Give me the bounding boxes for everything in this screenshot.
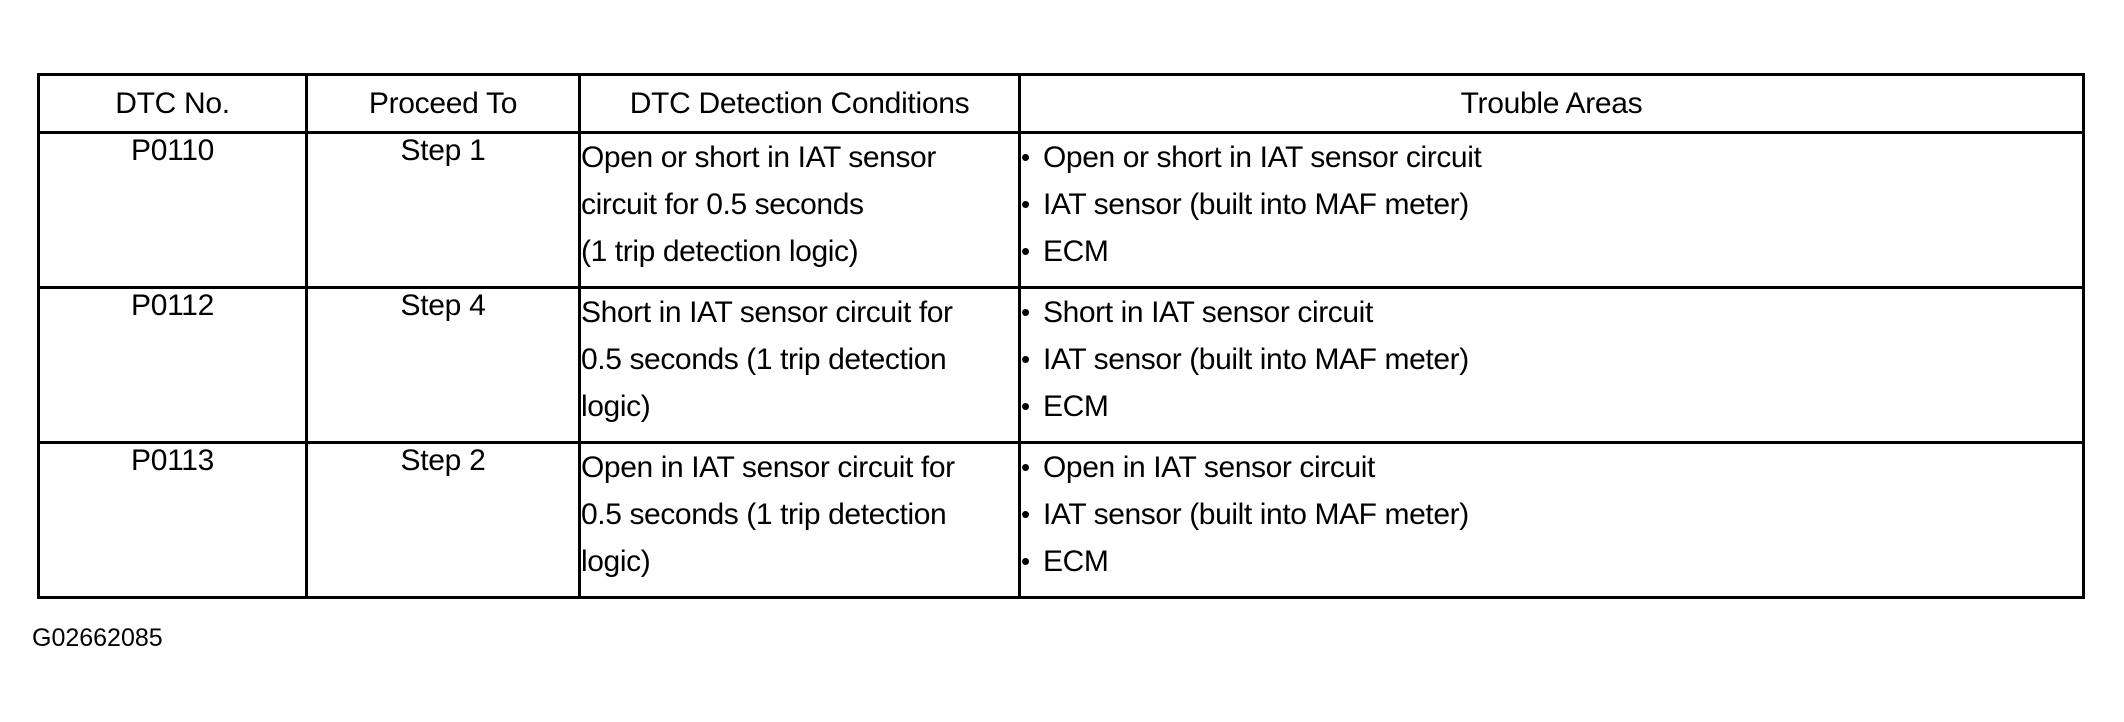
list-item-label: IAT sensor (built into MAF meter) xyxy=(1043,343,1469,376)
bullet-icon: • xyxy=(1021,344,1030,374)
dtc-reference-table-container: DTC No. Proceed To DTC Detection Conditi… xyxy=(37,73,2085,599)
table-row: P0112 Step 4 Short in IAT sensor circuit… xyxy=(37,286,2085,444)
list-item-label: Short in IAT sensor circuit xyxy=(1043,296,1373,329)
cell-trouble-areas: • Short in IAT sensor circuit • IAT sensor… xyxy=(1018,286,2085,444)
bullet-icon: • xyxy=(1021,546,1030,576)
detection-condition-line: Short in IAT sensor circuit for xyxy=(581,296,953,329)
detection-condition-line: logic) xyxy=(581,545,651,578)
dtc-reference-table: DTC No. Proceed To DTC Detection Conditi… xyxy=(37,73,2085,599)
figure-id-caption: G02662085 xyxy=(32,624,163,652)
bullet-icon: • xyxy=(1021,189,1030,219)
list-item-label: IAT sensor (built into MAF meter) xyxy=(1043,188,1469,221)
table-row: P0113 Step 2 Open in IAT sensor circuit … xyxy=(37,441,2085,599)
list-item: • ECM xyxy=(1021,538,2082,585)
table-row: P0110 Step 1 Open or short in IAT sensor… xyxy=(37,131,2085,289)
trouble-areas-list: • Short in IAT sensor circuit • IAT sensor… xyxy=(1021,289,2082,430)
bullet-icon: • xyxy=(1021,142,1030,172)
cell-dtc-no: P0110 xyxy=(37,131,308,289)
detection-condition-line: circuit for 0.5 seconds xyxy=(581,188,864,221)
list-item-label: ECM xyxy=(1043,545,1109,578)
list-item-label: IAT sensor (built into MAF meter) xyxy=(1043,498,1469,531)
cell-trouble-areas: • Open or short in IAT sensor circuit • IA… xyxy=(1018,131,2085,289)
column-header-trouble-areas: Trouble Areas xyxy=(1018,73,2085,134)
detection-condition-line: Open in IAT sensor circuit for xyxy=(581,451,955,484)
column-header-proceed-to: Proceed To xyxy=(305,73,581,134)
cell-dtc-no: P0113 xyxy=(37,441,308,599)
detection-condition-line: (1 trip detection logic) xyxy=(581,235,859,268)
detection-condition-line: 0.5 seconds (1 trip detection xyxy=(581,343,947,376)
table-header-row: DTC No. Proceed To DTC Detection Conditi… xyxy=(37,73,2085,134)
cell-dtc-no: P0112 xyxy=(37,286,308,444)
bullet-icon: • xyxy=(1021,297,1030,327)
cell-proceed-to: Step 1 xyxy=(305,131,581,289)
cell-detection-conditions: Open or short in IAT sensor circuit for … xyxy=(578,131,1021,289)
cell-proceed-to: Step 4 xyxy=(305,286,581,444)
bullet-icon: • xyxy=(1021,452,1030,482)
list-item-label: ECM xyxy=(1043,390,1109,423)
bullet-icon: • xyxy=(1021,236,1030,266)
list-item: • Open in IAT sensor circuit xyxy=(1021,444,2082,491)
trouble-areas-list: • Open or short in IAT sensor circuit • IA… xyxy=(1021,134,2082,275)
column-header-detection-conditions: DTC Detection Conditions xyxy=(578,73,1021,134)
list-item: • ECM xyxy=(1021,228,2082,275)
list-item: • IAT sensor (built into MAF meter) xyxy=(1021,491,2082,538)
cell-detection-conditions: Short in IAT sensor circuit for 0.5 seco… xyxy=(578,286,1021,444)
bullet-icon: • xyxy=(1021,391,1030,421)
list-item: • Open or short in IAT sensor circuit xyxy=(1021,134,2082,181)
list-item-label: ECM xyxy=(1043,235,1109,268)
list-item: • IAT sensor (built into MAF meter) xyxy=(1021,181,2082,228)
trouble-areas-list: • Open in IAT sensor circuit • IAT sensor … xyxy=(1021,444,2082,585)
list-item: • IAT sensor (built into MAF meter) xyxy=(1021,336,2082,383)
list-item: • Short in IAT sensor circuit xyxy=(1021,289,2082,336)
list-item-label: Open or short in IAT sensor circuit xyxy=(1043,141,1482,174)
cell-trouble-areas: • Open in IAT sensor circuit • IAT sensor … xyxy=(1018,441,2085,599)
list-item: • ECM xyxy=(1021,383,2082,430)
bullet-icon: • xyxy=(1021,499,1030,529)
column-header-dtc-no: DTC No. xyxy=(37,73,308,134)
detection-condition-line: logic) xyxy=(581,390,651,423)
cell-proceed-to: Step 2 xyxy=(305,441,581,599)
cell-detection-conditions: Open in IAT sensor circuit for 0.5 secon… xyxy=(578,441,1021,599)
detection-condition-line: Open or short in IAT sensor xyxy=(581,141,936,174)
list-item-label: Open in IAT sensor circuit xyxy=(1043,451,1375,484)
detection-condition-line: 0.5 seconds (1 trip detection xyxy=(581,498,947,531)
